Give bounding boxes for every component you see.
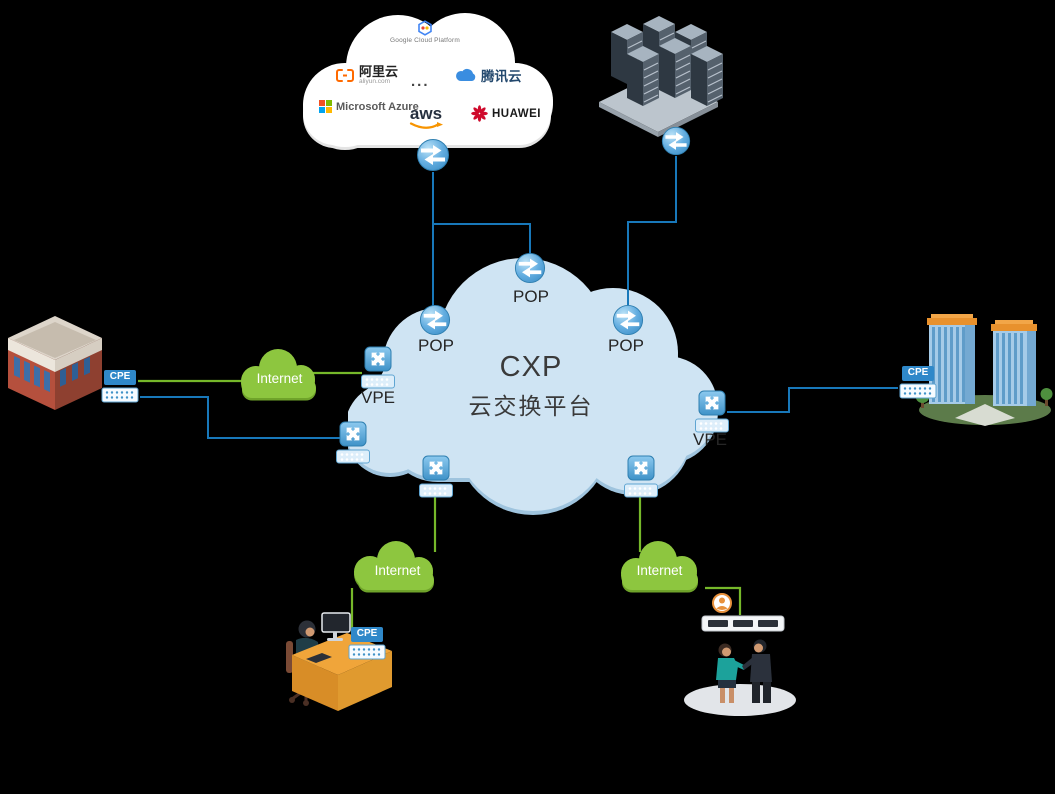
- cpe-device-icon: [899, 383, 937, 398]
- router-icon-pop-left: [419, 304, 451, 336]
- google-cloud-label: Google Cloud Platform: [390, 37, 460, 44]
- link-providers-to-pop-top: [433, 223, 531, 256]
- aws-label: aws: [409, 104, 443, 123]
- person-woman: [716, 643, 746, 703]
- cxp-subtitle: 云交换平台: [468, 393, 594, 419]
- router-icon-pop-top: [514, 252, 546, 284]
- switch-icon-vpe-right: [695, 390, 729, 433]
- cpe-bottom-label: CPE: [350, 627, 384, 642]
- cxp-title: CXP: [499, 351, 563, 383]
- cloud-internet-bottom-left: Internet: [350, 540, 445, 595]
- cpe-bottom: CPE: [345, 627, 389, 660]
- logo-aws: aws: [407, 104, 445, 131]
- logo-google-cloud: Google Cloud Platform: [380, 20, 470, 44]
- cxp-title-block: CXP 云交换平台: [443, 351, 619, 421]
- logo-huawei: HUAWEI: [471, 105, 541, 122]
- switch-icon-bottom-right: [624, 455, 658, 498]
- handshake-meeting: [684, 593, 796, 716]
- link-building-to-switch: [140, 396, 340, 439]
- cloud-providers: Google Cloud Platform 阿里云 aliyun.com ...…: [283, 5, 568, 173]
- internet-cloud-shape: [621, 541, 698, 593]
- cpe-device-icon: [101, 387, 139, 402]
- person-man: [742, 639, 772, 703]
- tower-left: [927, 314, 977, 404]
- router-icon-datacenter: [661, 126, 691, 156]
- vpe-right-label: VPE: [692, 430, 728, 449]
- tower-right: [991, 320, 1037, 406]
- switch-icon-vpe-left: [361, 346, 395, 389]
- alibaba-cloud-label: 阿里云: [359, 64, 399, 79]
- vpe-left-label: VPE: [360, 388, 396, 407]
- azure-label: Microsoft Azure: [336, 100, 419, 113]
- cpe-left: CPE: [98, 370, 142, 403]
- keyboard: [306, 653, 332, 663]
- switch-icon-edge-left: [336, 421, 370, 464]
- huawei-label: HUAWEI: [492, 107, 541, 120]
- cloud-internet-left: Internet: [232, 348, 327, 403]
- link-vpe-right-to-cpe-right: [727, 387, 898, 413]
- alibaba-domain-label: aliyun.com: [359, 78, 391, 85]
- alibaba-cloud-icon: [336, 68, 354, 82]
- internet-cloud-shape: [241, 349, 316, 401]
- pop-top-label: POP: [513, 287, 549, 306]
- city-buildings: [915, 314, 1053, 426]
- cpe-right-label: CPE: [901, 366, 935, 381]
- cloud-cxp: [348, 248, 723, 518]
- internet-bottom-right-label: Internet: [636, 563, 683, 578]
- cloud-internet-bottom-right: Internet: [612, 540, 707, 595]
- aws-smile-icon: [409, 121, 443, 129]
- chair-back: [286, 641, 293, 673]
- router-icon-pop-right: [612, 304, 644, 336]
- user-avatar-icon: [712, 593, 732, 613]
- pop-left-label: POP: [418, 336, 454, 355]
- router-icon-providers: [417, 139, 449, 171]
- walkway: [955, 404, 1015, 426]
- cxp-cloud-shape: [348, 258, 718, 515]
- microsoft-icon: [319, 100, 332, 113]
- person-at-desk: [286, 612, 392, 711]
- cpe-device-icon: [348, 644, 386, 659]
- pop-right-label: POP: [608, 336, 644, 355]
- building-windows: [60, 356, 90, 387]
- cpe-left-label: CPE: [103, 370, 137, 385]
- cpe-right: CPE: [896, 366, 940, 399]
- link-internet-br-to-device: [705, 586, 742, 615]
- providers-ellipsis: ...: [411, 73, 430, 90]
- google-cloud-icon: [418, 20, 432, 36]
- desk: [292, 633, 392, 711]
- switch-icon-bottom-left: [419, 455, 453, 498]
- provider-cloud-shape: [303, 13, 553, 150]
- huawei-flower-icon: [471, 105, 488, 122]
- link-datacenter-to-pop-right: [627, 156, 677, 308]
- office-building: [8, 316, 102, 410]
- tencent-cloud-label: 腾讯云: [481, 69, 522, 84]
- internet-left-label: Internet: [256, 371, 303, 386]
- logo-alibaba-cloud: 阿里云 aliyun.com: [335, 65, 398, 85]
- internet-bottom-left-label: Internet: [374, 563, 421, 578]
- monitor: [321, 612, 351, 641]
- logo-tencent-cloud: 腾讯云: [455, 65, 522, 85]
- server-shelf: [701, 615, 785, 632]
- tencent-cloud-icon: [456, 68, 476, 81]
- building-windows: [14, 356, 50, 393]
- internet-cloud-shape: [354, 541, 434, 593]
- logo-microsoft-azure: Microsoft Azure: [319, 100, 419, 113]
